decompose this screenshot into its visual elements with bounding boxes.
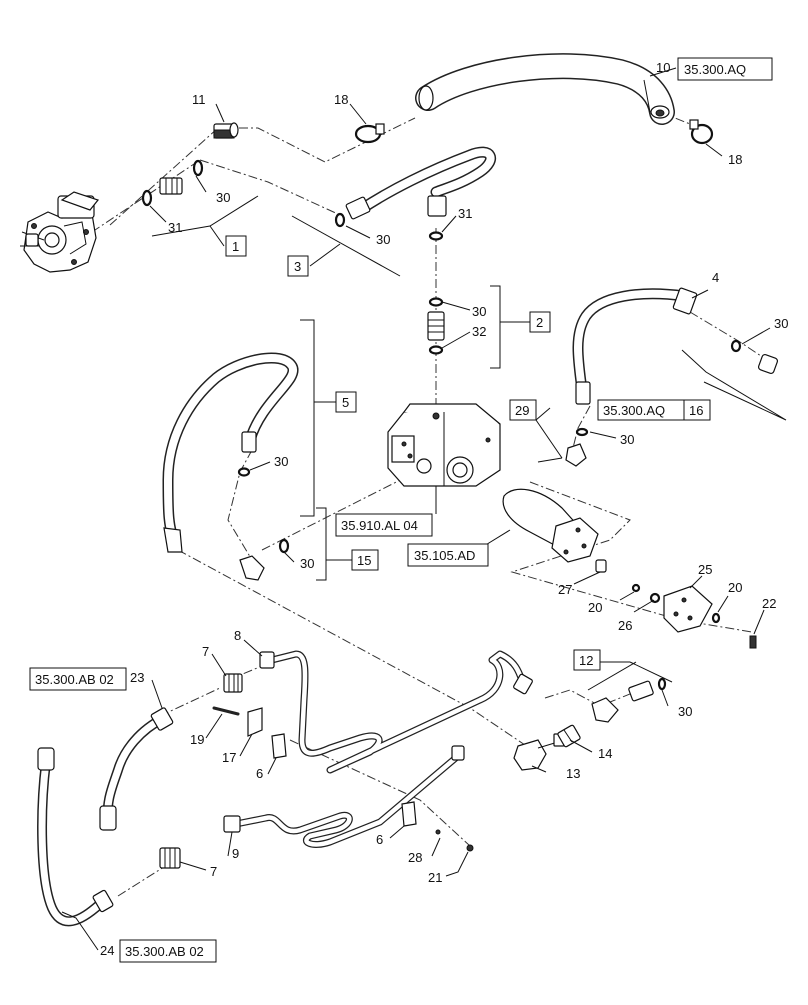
ref-24-text: 35.300.AB 02 [125, 944, 204, 959]
hose-icon [37, 747, 114, 927]
callout-31-valve: 31 [458, 206, 472, 221]
callout-15: 15 [357, 553, 371, 568]
ref-box-10: 35.300.AQ [677, 57, 773, 81]
ref-box-filter: 35.105.AD [407, 543, 489, 567]
callout-27: 27 [558, 582, 572, 597]
hose-icon [565, 287, 779, 467]
callout-25: 25 [698, 562, 712, 577]
callout-21: 21 [428, 870, 442, 885]
hydraulic-pump-icon [20, 191, 100, 273]
ref-box-valve: 35.910.AL 04 [335, 513, 433, 537]
ref-10-text: 35.300.AQ [684, 62, 746, 77]
callout-10: 10 [656, 60, 670, 75]
hose-icon [415, 53, 675, 125]
fitting-icon [213, 122, 239, 139]
callout-4: 4 [712, 270, 719, 285]
callout-18-top: 18 [334, 92, 348, 107]
callout-6-a: 6 [256, 766, 263, 781]
fitting-icon [557, 724, 581, 748]
callout-5: 5 [342, 395, 349, 410]
filter-icon [502, 488, 607, 573]
o-ring-icon [428, 231, 444, 355]
callout-12: 12 [579, 653, 593, 668]
box-16: 16 [683, 399, 711, 421]
hose-icon [162, 352, 299, 553]
callout-2: 2 [536, 315, 543, 330]
callout-26: 26 [618, 618, 632, 633]
callout-13: 13 [566, 766, 580, 781]
callout-7-lower: 7 [210, 864, 217, 879]
ref-16-text: 35.300.AQ [603, 403, 665, 418]
callout-9: 9 [232, 846, 239, 861]
fitting-icon [591, 677, 667, 723]
callout-30-elbow: 30 [300, 556, 314, 571]
callout-7-upper: 7 [202, 644, 209, 659]
hose-icon [99, 707, 174, 831]
callout-1: 1 [232, 239, 239, 254]
callout-24: 24 [100, 943, 114, 958]
ref-filter-text: 35.105.AD [414, 548, 475, 563]
box-29: 29 [509, 399, 537, 421]
callout-30-hose5: 30 [274, 454, 288, 469]
fitting-icon [159, 673, 243, 869]
hose-icon [334, 146, 496, 228]
box-3: 3 [287, 255, 309, 277]
boxed-callouts: 1 3 2 5 15 16 29 12 [29, 57, 773, 963]
ref-box-23: 35.300.AB 02 [29, 667, 127, 691]
callout-28: 28 [408, 850, 422, 865]
leader-lines [61, 67, 771, 951]
callout-brackets [151, 195, 787, 691]
fitting-icon [159, 177, 183, 195]
box-1: 1 [225, 235, 247, 257]
hose-icon [259, 650, 533, 774]
callout-20-a: 20 [588, 600, 602, 615]
callout-18-right: 18 [728, 152, 742, 167]
box-2: 2 [529, 311, 551, 333]
box-5: 5 [335, 391, 357, 413]
callout-16: 16 [689, 403, 703, 418]
callout-19: 19 [190, 732, 204, 747]
fitting-icon [631, 583, 757, 649]
fitting-icon [239, 538, 290, 581]
callout-8: 8 [234, 628, 241, 643]
callout-30-valve12: 30 [678, 704, 692, 719]
callout-6-b: 6 [376, 832, 383, 847]
ref-box-24: 35.300.AB 02 [119, 939, 217, 963]
hose-icon [223, 745, 465, 848]
ref-23-text: 35.300.AB 02 [35, 672, 114, 687]
callout-23: 23 [130, 670, 144, 685]
callout-numbers: 11 18 10 18 30 31 30 31 30 32 4 30 30 30… [100, 60, 788, 958]
box-12: 12 [573, 649, 601, 671]
control-valve-icon [387, 403, 501, 487]
box-15: 15 [351, 549, 379, 571]
callout-11: 11 [192, 92, 206, 107]
callout-29: 29 [515, 403, 529, 418]
callout-30-valve: 30 [472, 304, 486, 319]
callout-17: 17 [222, 750, 236, 765]
ref-box-16: 35.300.AQ [597, 399, 685, 421]
fitting-icon [427, 311, 445, 341]
clamp-icon [354, 119, 714, 145]
callout-22: 22 [762, 596, 776, 611]
ref-valve-text: 35.910.AL 04 [341, 518, 418, 533]
callout-30-filter: 30 [620, 432, 634, 447]
callout-3: 3 [294, 259, 301, 274]
callout-14: 14 [598, 746, 612, 761]
callout-30-pump: 30 [216, 190, 230, 205]
callout-30-hose4: 30 [774, 316, 788, 331]
callout-32: 32 [472, 324, 486, 339]
callout-31-pump: 31 [168, 220, 182, 235]
o-ring-icon [141, 159, 204, 207]
callout-30-hose3: 30 [376, 232, 390, 247]
fitting-icon [212, 706, 474, 852]
fitting-icon [513, 733, 565, 771]
callout-20-b: 20 [728, 580, 742, 595]
